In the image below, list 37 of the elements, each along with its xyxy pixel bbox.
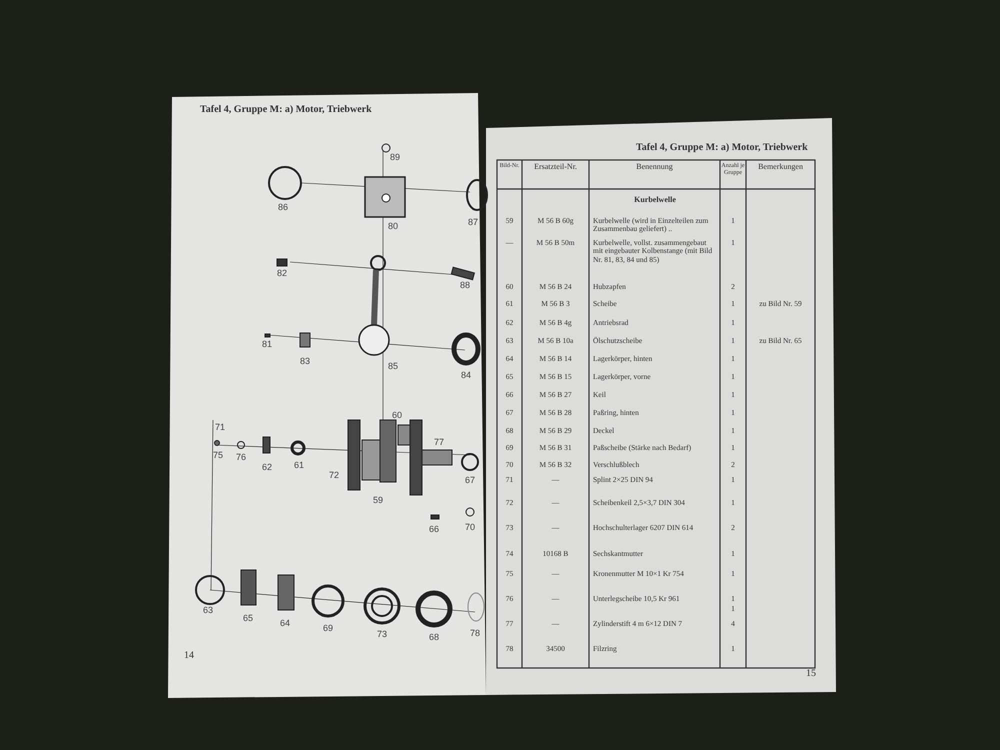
callout-number: 83 (300, 356, 310, 366)
callout-number: 63 (203, 605, 213, 615)
callout-number: 62 (262, 462, 272, 472)
callout-number: 76 (236, 452, 246, 462)
callout-number: 68 (429, 632, 439, 642)
callout-number: 75 (213, 450, 223, 460)
column-header: Ersatzteil-Nr. (533, 163, 578, 172)
callout-number: 66 (429, 524, 439, 534)
callout-number: 61 (294, 460, 304, 470)
callout-number: 84 (461, 370, 471, 380)
callout-number: 86 (278, 202, 288, 212)
page-heading: Tafel 4, Gruppe M: a) Motor, Triebwerk (636, 142, 808, 153)
callout-number: 69 (323, 623, 333, 633)
callout-number: 82 (277, 268, 287, 278)
callout-number: 59 (373, 495, 383, 505)
callout-number: 70 (465, 522, 475, 532)
callout-number: 80 (388, 221, 398, 231)
callout-number: 67 (465, 475, 475, 485)
callout-number: 81 (262, 339, 272, 349)
callout-number: 88 (460, 280, 470, 290)
column-header: Benennung (635, 163, 674, 172)
page-number: 14 (184, 650, 194, 661)
callout-number: 73 (377, 629, 387, 639)
callout-number: 87 (468, 217, 478, 227)
callout-number: 77 (434, 437, 444, 447)
callout-number: 71 (215, 422, 225, 432)
callout-number: 89 (390, 152, 400, 162)
page-heading: Tafel 4, Gruppe M: a) Motor, Triebwerk (200, 104, 372, 115)
page-number: 15 (806, 668, 816, 679)
callout-number: 64 (280, 618, 290, 628)
callout-number: 78 (470, 628, 480, 638)
callout-number: 60 (392, 410, 402, 420)
column-header: Bemerkungen (757, 163, 804, 172)
callout-number: 85 (388, 361, 398, 371)
section-heading: Kurbelwelle (633, 196, 677, 205)
callout-number: 72 (329, 470, 339, 480)
callout-number: 65 (243, 613, 253, 623)
